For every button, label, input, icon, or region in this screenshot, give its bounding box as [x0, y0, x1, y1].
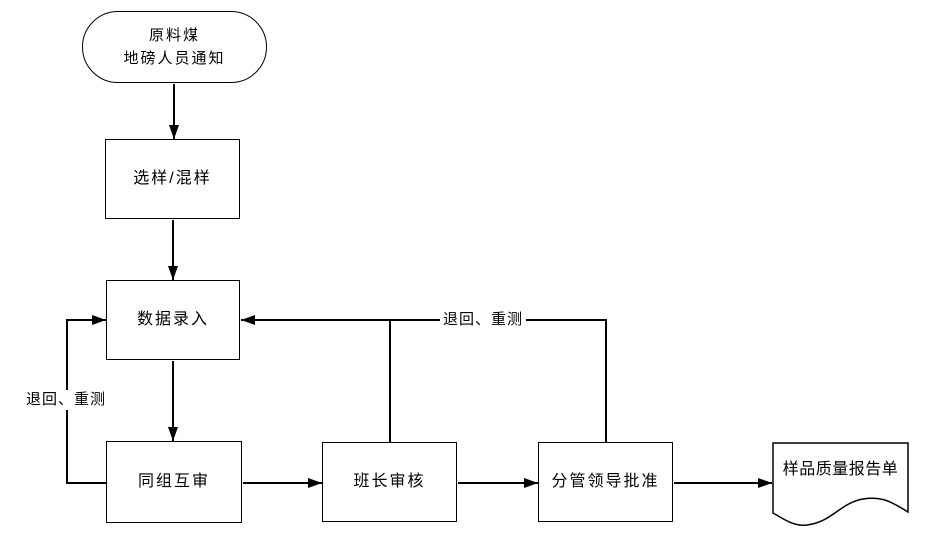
leader-approval-label: 分管领导批准 — [551, 473, 660, 490]
node-report-document — [772, 442, 909, 527]
sampling-label: 选样/混样 — [133, 170, 212, 187]
shift-leader-review-label: 班长审核 — [353, 473, 426, 490]
node-sampling: 选样/混样 — [105, 139, 240, 219]
edge-label-left-feedback: 退回、重测 — [22, 390, 110, 410]
node-start-terminator: 原料煤 地磅人员通知 — [82, 11, 267, 83]
edge-label-top-feedback: 退回、重测 — [439, 310, 527, 330]
node-shift-leader-review: 班长审核 — [322, 442, 457, 522]
peer-review-label: 同组互审 — [137, 473, 210, 490]
start-label-line2: 地磅人员通知 — [123, 50, 226, 67]
start-label-line1: 原料煤 — [148, 27, 200, 44]
node-leader-approval: 分管领导批准 — [538, 442, 673, 522]
node-data-entry: 数据录入 — [106, 280, 240, 360]
report-document-label: 样品质量报告单 — [782, 461, 899, 478]
data-entry-label: 数据录入 — [136, 311, 209, 328]
node-peer-review: 同组互审 — [106, 441, 242, 523]
